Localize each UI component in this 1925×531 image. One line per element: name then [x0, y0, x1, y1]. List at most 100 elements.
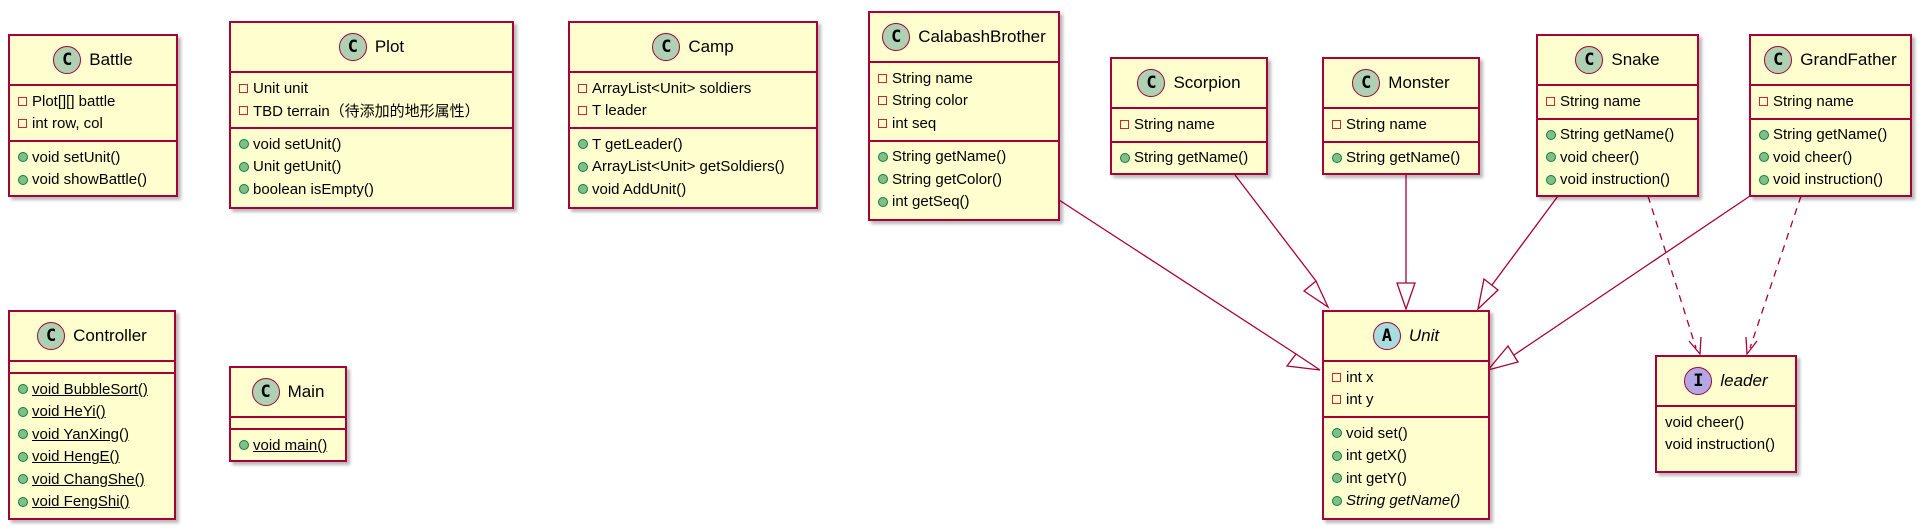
fields-section: String name [1538, 84, 1697, 118]
method-row: void set() [1332, 422, 1480, 445]
class-name: Battle [89, 50, 133, 69]
private-marker-icon [239, 106, 248, 116]
field-row: Unit unit [239, 77, 504, 100]
field-row: int y [1332, 389, 1480, 412]
private-marker-icon [1332, 372, 1341, 382]
class-name: Unit [1408, 326, 1440, 345]
method-row: void cheer() [1546, 146, 1689, 169]
method-row: ArrayList<Unit> getSoldiers() [578, 156, 808, 179]
method-row: String getName() [1546, 124, 1689, 147]
method-row: void setUnit() [18, 146, 168, 169]
public-marker-icon [1759, 152, 1769, 163]
public-marker-icon [878, 174, 888, 185]
public-marker-icon [239, 161, 249, 172]
field-row: int x [1332, 366, 1480, 389]
class-monster[interactable]: C Monster String name String getName() [1322, 57, 1480, 175]
methods-section: void setUnit() Unit getUnit() boolean is… [231, 127, 512, 206]
methods-section: String getName() [1324, 140, 1478, 175]
class-stereotype-icon: C [1352, 69, 1381, 97]
class-stereotype-icon: C [1575, 46, 1604, 74]
class-stereotype-icon: C [53, 46, 82, 74]
edge-snake-leader [1647, 195, 1702, 356]
class-name: Camp [688, 37, 734, 56]
public-marker-icon [1332, 450, 1342, 461]
edge-monster-unit [1396, 175, 1416, 311]
class-unit[interactable]: A Unit int x int y void set() int getX()… [1322, 310, 1490, 520]
methods-section: void BubbleSort() void HeYi() void YanXi… [10, 372, 174, 518]
methods-section: void set() int getX() int getY() String … [1324, 416, 1488, 517]
private-marker-icon [1120, 119, 1129, 129]
public-marker-icon [878, 151, 888, 162]
methods-section: String getName() void cheer() void instr… [1538, 117, 1697, 197]
method-row: void setUnit() [239, 133, 504, 156]
public-marker-icon [578, 184, 588, 195]
method-row: void YanXing() [18, 423, 166, 446]
private-marker-icon [1546, 96, 1555, 106]
class-stereotype-icon: C [37, 322, 66, 350]
fields-section [231, 416, 345, 428]
private-marker-icon [878, 118, 887, 128]
public-marker-icon [1120, 152, 1130, 163]
public-marker-icon [18, 152, 28, 163]
class-snake[interactable]: C Snake String name String getName() voi… [1536, 34, 1699, 197]
methods-section: String getName() String getColor() int g… [870, 139, 1058, 219]
fields-section: Unit unit TBD terrain（待添加的地形属性） [231, 71, 512, 127]
method-row: T getLeader() [578, 133, 808, 156]
public-marker-icon [18, 496, 28, 507]
class-battle[interactable]: C Battle Plot[][] battle int row, col vo… [8, 34, 178, 197]
private-marker-icon [578, 83, 587, 93]
public-marker-icon [1332, 495, 1342, 506]
methods-section: void setUnit() void showBattle() [10, 140, 176, 196]
class-name: CalabashBrother [918, 27, 1046, 46]
class-name: Main [287, 382, 325, 401]
private-marker-icon [18, 96, 27, 106]
class-calabashbrother[interactable]: C CalabashBrother String name String col… [868, 11, 1060, 221]
class-name: Plot [374, 37, 405, 56]
public-marker-icon [239, 440, 249, 451]
private-marker-icon [1332, 119, 1341, 129]
fields-section: ArrayList<Unit> soldiers T leader [570, 71, 816, 127]
method-row: String getName() [1759, 124, 1902, 147]
method-row: String getName() [1120, 147, 1258, 170]
public-marker-icon [18, 174, 28, 185]
interface-leader[interactable]: I leader void cheer() void instruction() [1655, 355, 1797, 473]
public-marker-icon [1332, 428, 1342, 439]
public-marker-icon [878, 196, 888, 207]
field-row: String color [878, 90, 1050, 113]
class-camp[interactable]: C Camp ArrayList<Unit> soldiers T leader… [568, 21, 818, 209]
private-marker-icon [18, 119, 27, 129]
method-row: void cheer() [1665, 413, 1745, 431]
edge-grandfather-leader [1745, 195, 1802, 356]
class-scorpion[interactable]: C Scorpion String name String getName() [1110, 57, 1268, 175]
interface-stereotype-icon: I [1684, 367, 1713, 395]
field-row: String name [1759, 90, 1902, 113]
method-row: boolean isEmpty() [239, 178, 504, 201]
abstract-stereotype-icon: A [1372, 322, 1401, 350]
edge-scorpion-unit [1234, 174, 1330, 309]
edge-snake-unit [1476, 195, 1559, 311]
class-stereotype-icon: C [338, 33, 367, 61]
fields-section: Plot[][] battle int row, col [10, 84, 176, 140]
class-main[interactable]: C Main void main() [229, 366, 347, 462]
edge-calabashbrother-unit [1058, 199, 1321, 371]
public-marker-icon [18, 406, 28, 417]
method-row: int getY() [1332, 467, 1480, 490]
class-name: leader [1720, 371, 1768, 390]
class-stereotype-icon: C [1764, 46, 1793, 74]
class-controller[interactable]: C Controller void BubbleSort() void HeYi… [8, 310, 176, 520]
class-name: Controller [73, 326, 147, 345]
class-plot[interactable]: C Plot Unit unit TBD terrain（待添加的地形属性） v… [229, 21, 514, 209]
fields-section: String name [1324, 107, 1478, 141]
field-row: String name [1332, 113, 1470, 136]
public-marker-icon [1546, 129, 1556, 140]
private-marker-icon [1759, 96, 1768, 106]
field-row: String name [1546, 90, 1689, 113]
public-marker-icon [1546, 152, 1556, 163]
method-row: void ChangShe() [18, 468, 166, 491]
private-marker-icon [878, 96, 887, 106]
field-row: ArrayList<Unit> soldiers [578, 77, 808, 100]
class-grandfather[interactable]: C GrandFather String name String getName… [1749, 34, 1912, 197]
method-row: String getName() [1332, 490, 1480, 513]
fields-section: int x int y [1324, 360, 1488, 416]
